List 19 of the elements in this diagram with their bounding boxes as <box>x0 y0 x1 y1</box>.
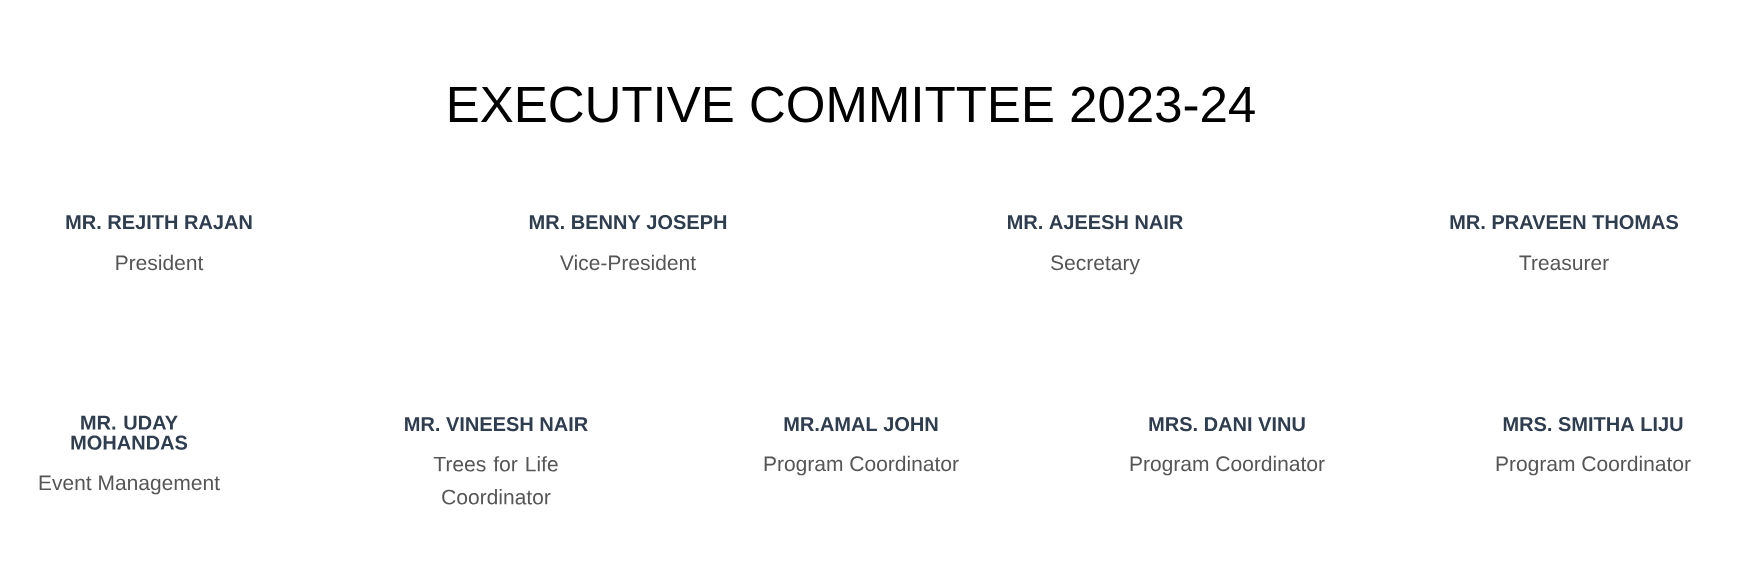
role-text: President <box>116 254 204 271</box>
person-name: MR. PRAVEEN THOMAS <box>1450 215 1679 230</box>
person-name: MR. REJITH RAJAN <box>66 215 252 230</box>
person-name: MR.AMAL JOHN <box>784 417 938 432</box>
person-name: MR. BENNY JOSEPH <box>529 215 727 230</box>
person-name: MRS. SMITHA LIJU <box>1503 417 1683 432</box>
role-text: Program Coordinator <box>1496 455 1691 476</box>
role-text: Treasurer <box>1519 255 1609 271</box>
role-text: Program Coordinator <box>764 455 959 476</box>
person-name: MR. AJEESH NAIR <box>1008 215 1183 230</box>
person-name: MR. UDAY MOHANDAS <box>71 415 188 450</box>
heading: EXECUTIVE COMMITTEE 2023-24 <box>449 86 1255 123</box>
role-text: Event Management <box>39 475 220 495</box>
role-text: Vice-President <box>560 254 696 271</box>
person-name: MR. VINEESH NAIR <box>405 417 588 432</box>
person-name: MRS. DANI VINU <box>1149 417 1305 432</box>
role-text: Program Coordinator <box>1130 455 1325 476</box>
role-text: Secretary <box>1051 255 1140 275</box>
role-text: Trees for Life Coordinator <box>433 456 558 505</box>
